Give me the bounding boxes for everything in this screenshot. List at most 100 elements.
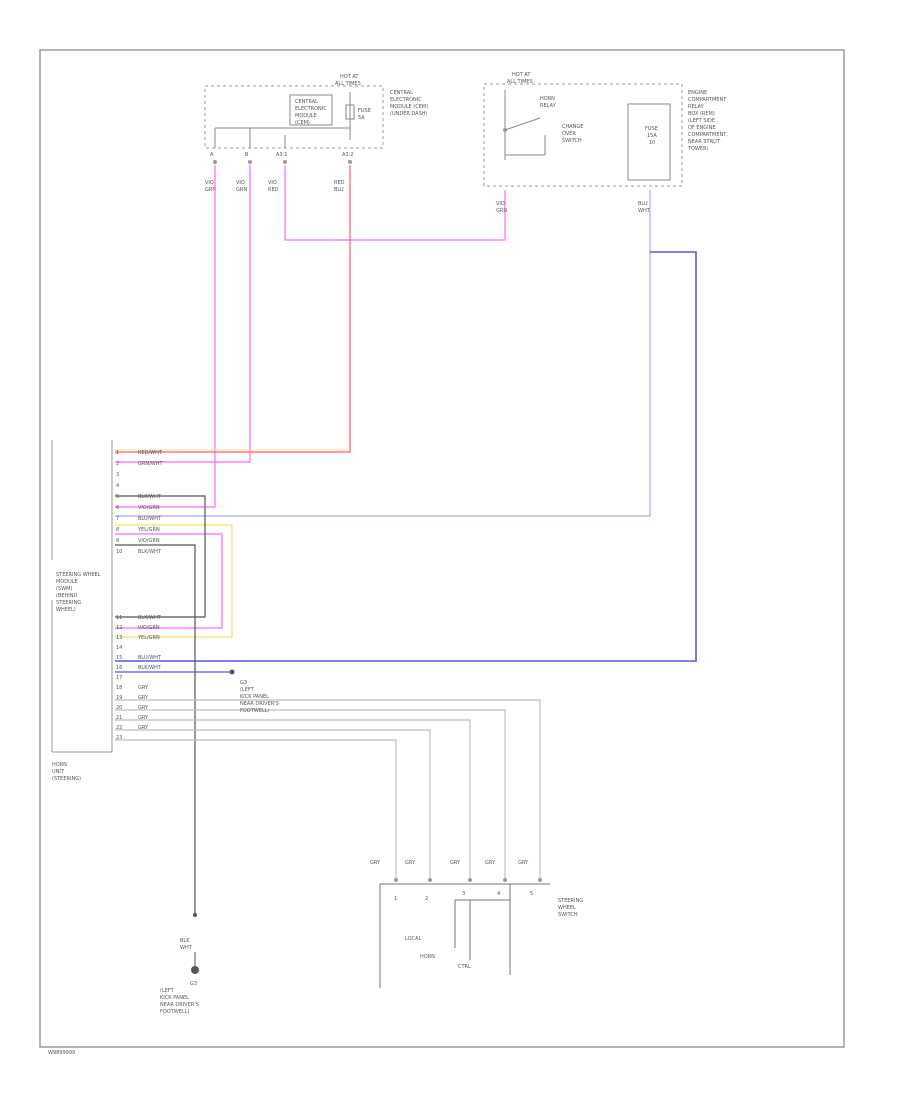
- wire-gry-5: [115, 739, 397, 878]
- rem-right-8: TOWER): [687, 146, 709, 152]
- rem-switch-blade: [504, 117, 541, 131]
- swm-wire-color: GRY: [138, 725, 149, 731]
- bottom-ground: BLK WHT G3 (LEFT KICK PANEL NEAR DRIVER'…: [160, 913, 199, 1015]
- cem-wire-0b: GRN: [205, 187, 216, 193]
- ground-splice: [229, 669, 235, 675]
- rem-right-7: NEAR STRUT: [688, 139, 721, 145]
- wire-gry-3: [115, 719, 471, 878]
- hs-wire-1: GRY: [405, 860, 416, 866]
- swm-pin-number: 18: [116, 685, 122, 691]
- swm-wire-color: YEL/GRN: [137, 635, 160, 641]
- wire-red-blu: [115, 165, 351, 453]
- steering-wheel-switch: GRY GRY GRY GRY GRY 1 2 3 4 5 LOCAL HORN…: [370, 860, 583, 988]
- cem-pin-1: B: [245, 152, 249, 158]
- engine-relay-box: HOT AT ALL TIMES HORN RELAY CHANGE OVER …: [483, 72, 728, 214]
- hs-terminal-4: [503, 878, 507, 882]
- wire-blk-wht-ground-run: [115, 544, 196, 915]
- cem-right-3: (UNDER DASH): [390, 111, 428, 117]
- swm-pin-number: 9: [116, 538, 119, 544]
- ground-note-tag: G3: [240, 680, 247, 686]
- hs-terminal-5: [538, 878, 542, 882]
- hs-terminal-3: [468, 878, 472, 882]
- hs-pin-2: 3: [462, 891, 465, 897]
- ground-note-3: FOOTWELL): [240, 708, 269, 714]
- cem-terminal-d: [348, 160, 352, 164]
- hs-inner-1: HORN: [420, 954, 435, 960]
- cem-wire-1a: VIO: [236, 180, 245, 186]
- steering-wheel-module: STEERING WHEEL MODULE (SWM) (BEHIND STEE…: [51, 440, 113, 782]
- cem-pin-0: A: [210, 152, 214, 158]
- bottom-ground-splice: [193, 913, 197, 917]
- swm-pin-number: 15: [116, 655, 122, 661]
- rem-switch-t0: CHANGE: [562, 124, 583, 130]
- swm-pin-number: 21: [116, 715, 122, 721]
- wire-blu-wht-top: [115, 190, 651, 517]
- hs-pin-1: 2: [425, 896, 428, 902]
- wire-vio-grn-a: [115, 165, 216, 508]
- wire-gry-1: [115, 699, 541, 878]
- cem-wire-3b: BLU: [334, 187, 344, 193]
- swm-pin-number: 17: [116, 675, 122, 681]
- hs-wire-4: GRY: [518, 860, 529, 866]
- swm-wire-color: BLK/WHT: [138, 549, 162, 555]
- cem-label-3: (CEM): [295, 120, 310, 126]
- rem-wire-r1: WHT: [638, 208, 651, 214]
- swm-pin-number: 13: [116, 635, 122, 641]
- rem-wire-r0: BLU: [638, 201, 648, 207]
- swm-pin-number: 1: [116, 450, 119, 456]
- cem-label-2: MODULE: [295, 113, 317, 119]
- rem-switch-t2: SWITCH: [562, 138, 582, 144]
- swm-pin-number: 20: [116, 705, 122, 711]
- bottom-ground-tag: G3: [190, 981, 197, 987]
- ground-note-0: (LEFT: [240, 687, 255, 693]
- swm-wire-color: GRN/WHT: [138, 461, 163, 467]
- bottom-ground-3: FOOTWELL): [160, 1009, 189, 1015]
- hs-wire-3: GRY: [485, 860, 496, 866]
- swm-pin-number: 8: [116, 527, 119, 533]
- wire-vio-red-rem: [284, 165, 506, 241]
- cem-fuse-0: FUSE: [358, 108, 371, 114]
- cem-wire-2b: RED: [268, 187, 279, 193]
- hs-pin-3: 4: [497, 891, 500, 897]
- wire-blk-wht-loop: [115, 495, 206, 618]
- hs-terminal-2: [428, 878, 432, 882]
- ground-note: G3 (LEFT KICK PANEL NEAR DRIVER'S FOOTWE…: [240, 680, 279, 714]
- swm-wire-color: VIO/GRN: [138, 538, 160, 544]
- swm-label-5: WHEEL): [56, 607, 76, 613]
- swm-pin-number: 14: [116, 645, 122, 651]
- swm-bottom-1: UNIT: [52, 769, 65, 775]
- cem-right-2: MODULE (CEM): [390, 104, 428, 110]
- swm-pin-number: 23: [116, 735, 122, 741]
- swm-label-3: (BEHIND: [56, 593, 78, 599]
- wire-yel-grn-loop: [115, 524, 233, 638]
- rem-right-2: RELAY: [688, 104, 705, 110]
- cem-wire-2a: VIO: [268, 180, 277, 186]
- wire-gry-2: [115, 709, 506, 878]
- swm-pin-number: 3: [116, 472, 119, 478]
- swm-wire-color: GRY: [138, 685, 149, 691]
- swm-label-1: MODULE: [56, 579, 78, 585]
- wire-blu-wht-loop: [115, 251, 697, 662]
- swm-pin-number: 11: [116, 615, 122, 621]
- bottom-ground-0: (LEFT: [160, 988, 175, 994]
- rem-switch-t1: OVER: [562, 131, 576, 137]
- wire-vio-grn-b: [115, 165, 251, 463]
- cem-right-1: ELECTRONIC: [390, 97, 422, 103]
- swm-pin-number: 10: [116, 549, 122, 555]
- swm-wire-color: BLU/WHT: [138, 516, 162, 522]
- cem-fuse: [345, 104, 355, 120]
- swm-bottom-0: HORN: [52, 762, 67, 768]
- swm-wire-color: BLK/WHT: [138, 615, 162, 621]
- swm-pin-number: 6: [116, 505, 119, 511]
- hs-wire-0: GRY: [370, 860, 381, 866]
- central-electronic-module: HOT AT ALL TIMES CENTRAL ELECTRONIC MODU…: [204, 74, 428, 193]
- swm-wire-color: VIO/GRN: [138, 505, 160, 511]
- swm-pin-number: 7: [116, 516, 119, 522]
- rem-right-1: COMPARTMENT: [688, 97, 727, 103]
- swm-pin-number: 16: [116, 665, 122, 671]
- cem-right-0: CENTRAL: [390, 90, 413, 96]
- rem-dashed-box: [483, 83, 683, 187]
- swm-pin-number: 5: [116, 494, 119, 500]
- swm-label-0: STEERING WHEEL: [56, 572, 101, 578]
